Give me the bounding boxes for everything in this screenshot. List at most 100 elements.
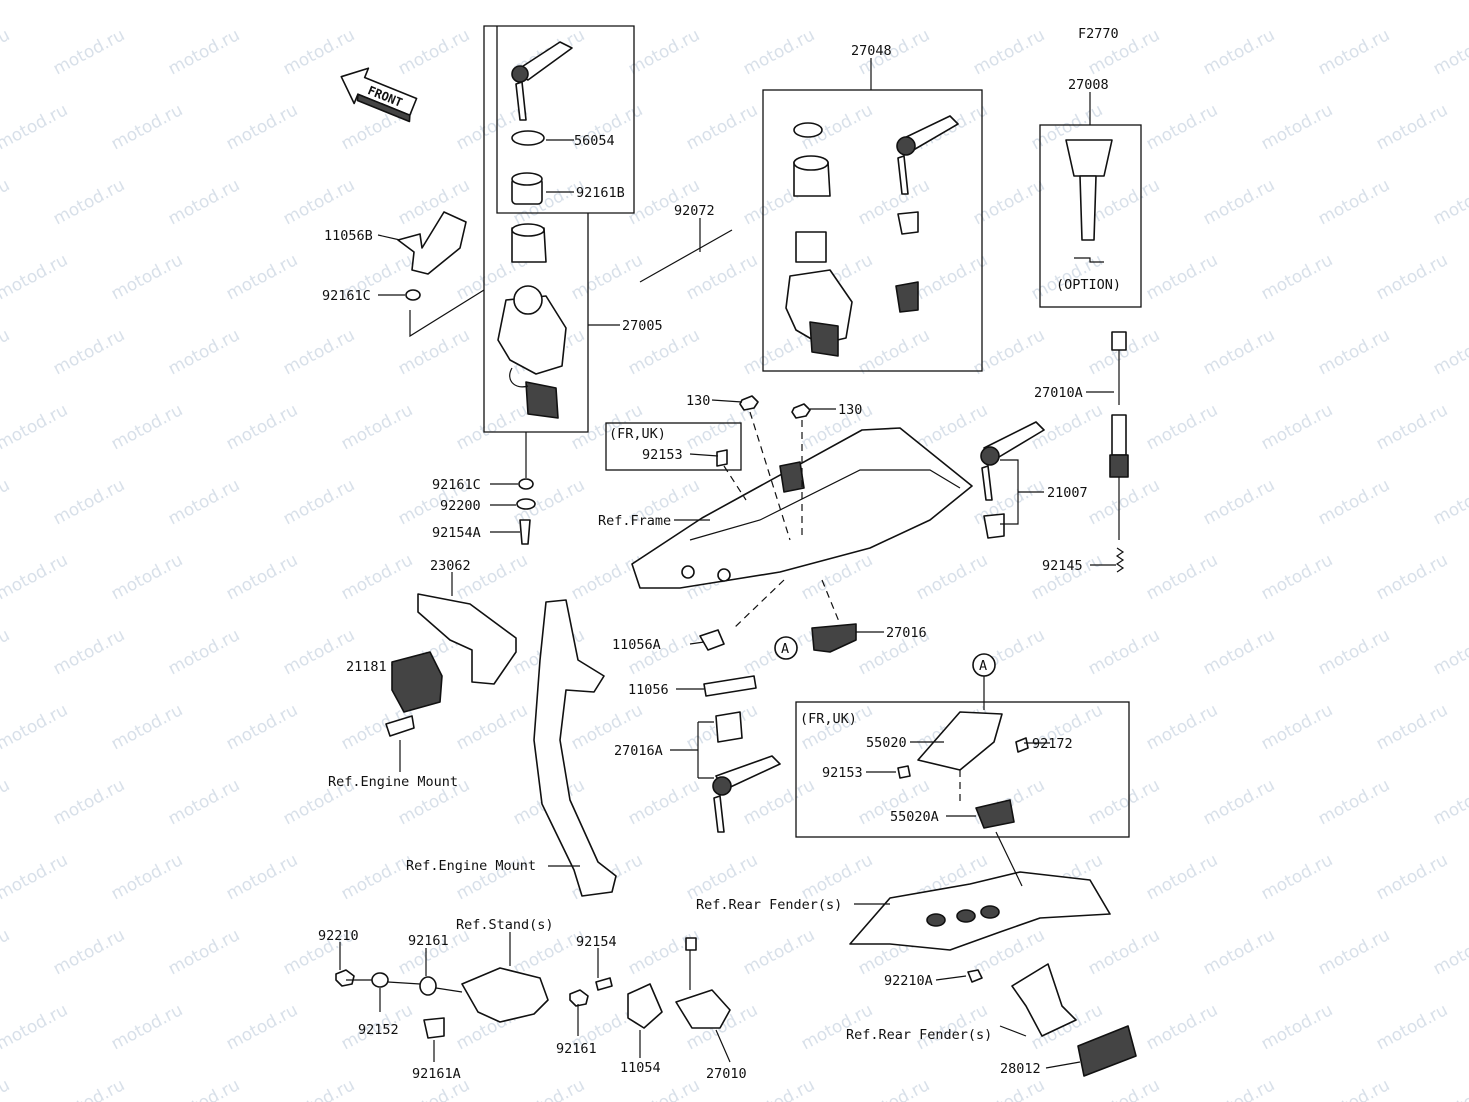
part-number-label: 92161C: [322, 288, 371, 304]
part-number-label: 130: [686, 393, 710, 409]
watermark-text: motod.ru: [568, 250, 646, 304]
watermark-text: motod.ru: [50, 325, 128, 379]
engine-mount-bracket-icon: [533, 599, 617, 897]
part-number-label: 92153: [642, 447, 683, 463]
side-stand-switch-icon: [675, 937, 731, 1029]
watermark-text: motod.ru: [165, 625, 243, 679]
watermark-text: motod.ru: [0, 250, 71, 304]
reflector-icon: [1077, 1025, 1137, 1077]
watermark-text: motod.ru: [453, 0, 531, 4]
watermark-text: motod.ru: [1085, 175, 1163, 229]
watermark-text: motod.ru: [740, 25, 818, 79]
watermark-text: motod.ru: [855, 175, 933, 229]
stand-bracket-icon: [461, 967, 549, 1023]
watermark-text: motod.ru: [1430, 25, 1469, 79]
watermark-text: motod.ru: [1258, 700, 1336, 754]
watermark-text: motod.ru: [913, 0, 991, 4]
part-number-label: 21007: [1047, 485, 1088, 501]
bolt-icon: [791, 403, 811, 419]
bracket-icon: [417, 593, 517, 685]
watermark-text: motod.ru: [683, 250, 761, 304]
reflector-bracket-icon: [1011, 963, 1077, 1037]
bushing-icon: [423, 1017, 445, 1039]
watermark-text: motod.ru: [165, 325, 243, 379]
part-number-label: 92161A: [412, 1066, 461, 1082]
watermark-text: motod.ru: [0, 550, 71, 604]
part-number-label: 23062: [430, 558, 471, 574]
watermark-text: motod.ru: [1258, 250, 1336, 304]
watermark-text: motod.ru: [50, 775, 128, 829]
part-number-label: 27016: [886, 625, 927, 641]
part-number-label: 92161: [556, 1041, 597, 1057]
watermark-text: motod.ru: [1373, 250, 1451, 304]
watermark-text: motod.ru: [1200, 775, 1278, 829]
watermark-text: motod.ru: [165, 775, 243, 829]
watermark-text: motod.ru: [1085, 1075, 1163, 1102]
part-number-label: 92172: [1032, 736, 1073, 752]
watermark-text: motod.ru: [1315, 1075, 1393, 1102]
watermark-text: motod.ru: [165, 475, 243, 529]
watermark-text: motod.ru: [280, 475, 358, 529]
part-number-label: 92154: [576, 934, 617, 950]
watermark-text: motod.ru: [338, 550, 416, 604]
screw-icon: [716, 449, 728, 467]
watermark-text: motod.ru: [1373, 400, 1451, 454]
watermark-text: motod.ru: [338, 0, 416, 4]
watermark-text: motod.ru: [625, 25, 703, 79]
watermark-text: motod.ru: [625, 925, 703, 979]
watermark-text: motod.ru: [568, 550, 646, 604]
watermark-text: motod.ru: [0, 475, 13, 529]
watermark-text: motod.ru: [1143, 850, 1221, 904]
watermark-text: motod.ru: [108, 0, 186, 4]
key-icon: [1065, 139, 1113, 241]
cover-icon: [917, 711, 1003, 771]
part-number-label: 27016A: [614, 743, 663, 759]
watermark-text: motod.ru: [395, 25, 473, 79]
bolt-icon: [595, 977, 613, 991]
watermark-text: motod.ru: [0, 700, 71, 754]
watermark-text: motod.ru: [798, 0, 876, 4]
watermark-text: motod.ru: [970, 475, 1048, 529]
leader-lines: [339, 58, 1116, 1069]
spring-icon: [1115, 547, 1125, 573]
reference-label: Ref.Engine Mount: [328, 774, 458, 790]
nut-icon: [335, 969, 355, 987]
watermark-text: motod.ru: [1143, 1000, 1221, 1054]
group-box-fruk-a: [605, 422, 742, 471]
assembly-lines: [723, 411, 961, 806]
watermark-text: motod.ru: [1430, 625, 1469, 679]
part-number-label: 92154A: [432, 525, 481, 541]
watermark-text: motod.ru: [223, 550, 301, 604]
watermark-text: motod.ru: [1200, 25, 1278, 79]
watermark-text: motod.ru: [1200, 325, 1278, 379]
watermark-text: motod.ru: [1430, 775, 1469, 829]
watermark-text: motod.ru: [165, 925, 243, 979]
part-number-label: 92152: [358, 1022, 399, 1038]
watermark-text: motod.ru: [1373, 700, 1451, 754]
part-number-label: 92210: [318, 928, 359, 944]
watermark-text: motod.ru: [1085, 925, 1163, 979]
watermark-text: motod.ru: [625, 1075, 703, 1102]
watermark-text: motod.ru: [1315, 475, 1393, 529]
watermark-text: motod.ru: [108, 250, 186, 304]
watermark-text: motod.ru: [108, 550, 186, 604]
watermark-text: motod.ru: [1373, 550, 1451, 604]
watermark-text: motod.ru: [0, 925, 13, 979]
watermark-text: motod.ru: [913, 550, 991, 604]
watermark-text: motod.ru: [50, 25, 128, 79]
watermark-text: motod.ru: [0, 100, 71, 154]
watermark-text: motod.ru: [0, 0, 71, 4]
figure-id: F2770: [1078, 26, 1119, 42]
reference-circle-a: [972, 653, 996, 677]
callout-labels: 27048 27008 (OPTION) 56054 92161B 92072 …: [318, 43, 1121, 1082]
watermark-text: motod.ru: [1258, 400, 1336, 454]
watermark-text: motod.ru: [1143, 400, 1221, 454]
screw-icon: [1015, 737, 1029, 753]
watermark-text: motod.ru: [798, 700, 876, 754]
part-number-label: 130: [838, 402, 862, 418]
watermark-text: motod.ru: [1258, 100, 1336, 154]
key-icon: [980, 421, 1045, 501]
bracket-icon: [627, 983, 663, 1029]
ignition-switch-icon: [497, 223, 567, 419]
part-number-label: 92072: [674, 203, 715, 219]
